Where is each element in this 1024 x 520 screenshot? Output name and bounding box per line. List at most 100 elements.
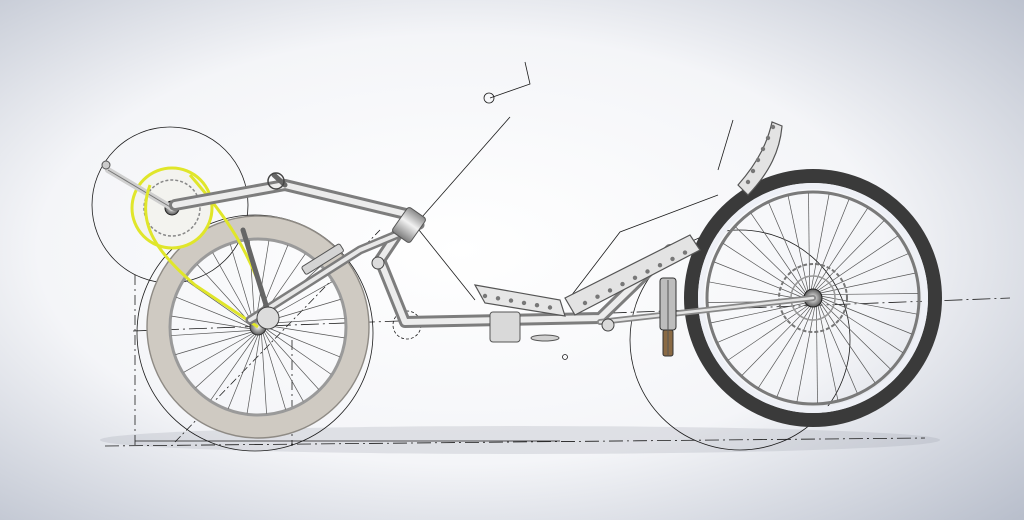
frame-joint xyxy=(256,306,280,330)
mount-hole xyxy=(755,157,761,163)
spoke xyxy=(796,306,816,402)
spoke xyxy=(265,324,345,339)
spoke xyxy=(230,244,254,321)
spoke xyxy=(710,302,806,324)
headrest-icon[interactable] xyxy=(737,121,783,196)
rear-rim xyxy=(705,190,921,406)
spoke xyxy=(810,194,830,290)
spoke xyxy=(210,334,257,401)
front-wheel-icon[interactable] xyxy=(146,215,370,439)
mount-hole xyxy=(547,305,553,310)
handlebar-icon[interactable] xyxy=(267,172,288,190)
spoke xyxy=(816,220,885,290)
mount-hole xyxy=(508,298,514,303)
ground-line xyxy=(104,437,926,447)
spoke xyxy=(183,332,254,373)
spoke xyxy=(265,326,340,358)
headrest-line xyxy=(717,119,734,171)
sketch-geometry[interactable] xyxy=(91,61,1011,452)
front-spokes xyxy=(171,240,345,414)
spoke xyxy=(758,306,812,388)
shock-absorber-icon[interactable] xyxy=(659,277,677,357)
bottom-marker xyxy=(562,354,568,360)
chainring-inner xyxy=(143,179,201,237)
spoke xyxy=(709,281,805,301)
spoke xyxy=(261,334,267,414)
spoke xyxy=(255,240,270,320)
spoke xyxy=(819,253,909,292)
mount-hole xyxy=(582,300,588,306)
spoke xyxy=(246,334,261,414)
spoke xyxy=(816,306,818,403)
spoke xyxy=(817,235,898,291)
mount-hole xyxy=(482,293,488,299)
spoke xyxy=(820,302,876,383)
headrest xyxy=(737,121,783,196)
seat-angle-sketch xyxy=(567,194,719,301)
spoke xyxy=(821,301,891,370)
rear-wheel-icon[interactable] xyxy=(684,169,942,427)
spoke xyxy=(735,226,805,295)
spoke xyxy=(227,334,259,409)
mount-hole xyxy=(534,303,540,308)
spoke xyxy=(776,306,814,397)
spoke xyxy=(812,199,850,290)
spoke xyxy=(175,331,252,355)
spoke xyxy=(821,297,912,335)
mount-hole xyxy=(607,288,613,293)
rear-tire xyxy=(684,169,942,427)
spoke xyxy=(817,305,839,401)
seat-base xyxy=(473,284,566,317)
seat-holes xyxy=(482,250,688,310)
mount-hole xyxy=(750,168,756,174)
mount-hole xyxy=(657,263,663,268)
mount-hole xyxy=(495,296,501,301)
front-tire xyxy=(147,216,369,438)
fork xyxy=(240,227,273,321)
rear-spokes xyxy=(708,193,918,403)
mount-hole xyxy=(760,146,766,152)
idler-pulley xyxy=(601,318,615,332)
mount-hole xyxy=(765,135,771,141)
rear-swingarm-highlight xyxy=(598,296,815,324)
mount-hole xyxy=(632,275,638,280)
rear-wheel-sketch-circle xyxy=(629,229,851,451)
spoke xyxy=(820,272,916,294)
front-tire-edge xyxy=(146,215,370,439)
frame-joint-2 xyxy=(371,256,385,270)
spoke xyxy=(808,193,810,290)
body-line xyxy=(414,224,476,301)
spoke xyxy=(262,333,286,410)
cable-guide xyxy=(530,334,560,342)
spoke xyxy=(819,304,858,394)
spoke xyxy=(212,252,253,323)
spoke xyxy=(821,295,917,315)
spoke xyxy=(741,306,810,376)
shoulder-pivot xyxy=(483,92,495,104)
mount-hole xyxy=(645,269,650,274)
spoke xyxy=(787,195,809,291)
rear-tire-sidewall xyxy=(698,183,928,413)
spoke xyxy=(263,331,304,402)
headrest-holes xyxy=(745,124,776,185)
spoke xyxy=(728,305,809,361)
mount-hole xyxy=(595,294,600,299)
spoke xyxy=(264,330,319,390)
spoke xyxy=(814,208,868,290)
crank-arm-outline xyxy=(107,169,173,209)
pedal-stub xyxy=(101,160,111,170)
arm-line xyxy=(414,116,511,226)
seat-icon[interactable] xyxy=(473,234,701,317)
mount-hole xyxy=(620,281,625,287)
ground-shadow xyxy=(100,426,940,454)
spoke xyxy=(197,264,252,324)
steering-linkage xyxy=(301,243,344,275)
spoke xyxy=(171,315,251,330)
spoke xyxy=(195,333,255,388)
arm-reach-sketch xyxy=(489,61,531,99)
rear-axle-centerline xyxy=(132,297,1011,332)
spoke xyxy=(176,296,251,328)
front-wheel-sketch-circle xyxy=(136,214,374,452)
